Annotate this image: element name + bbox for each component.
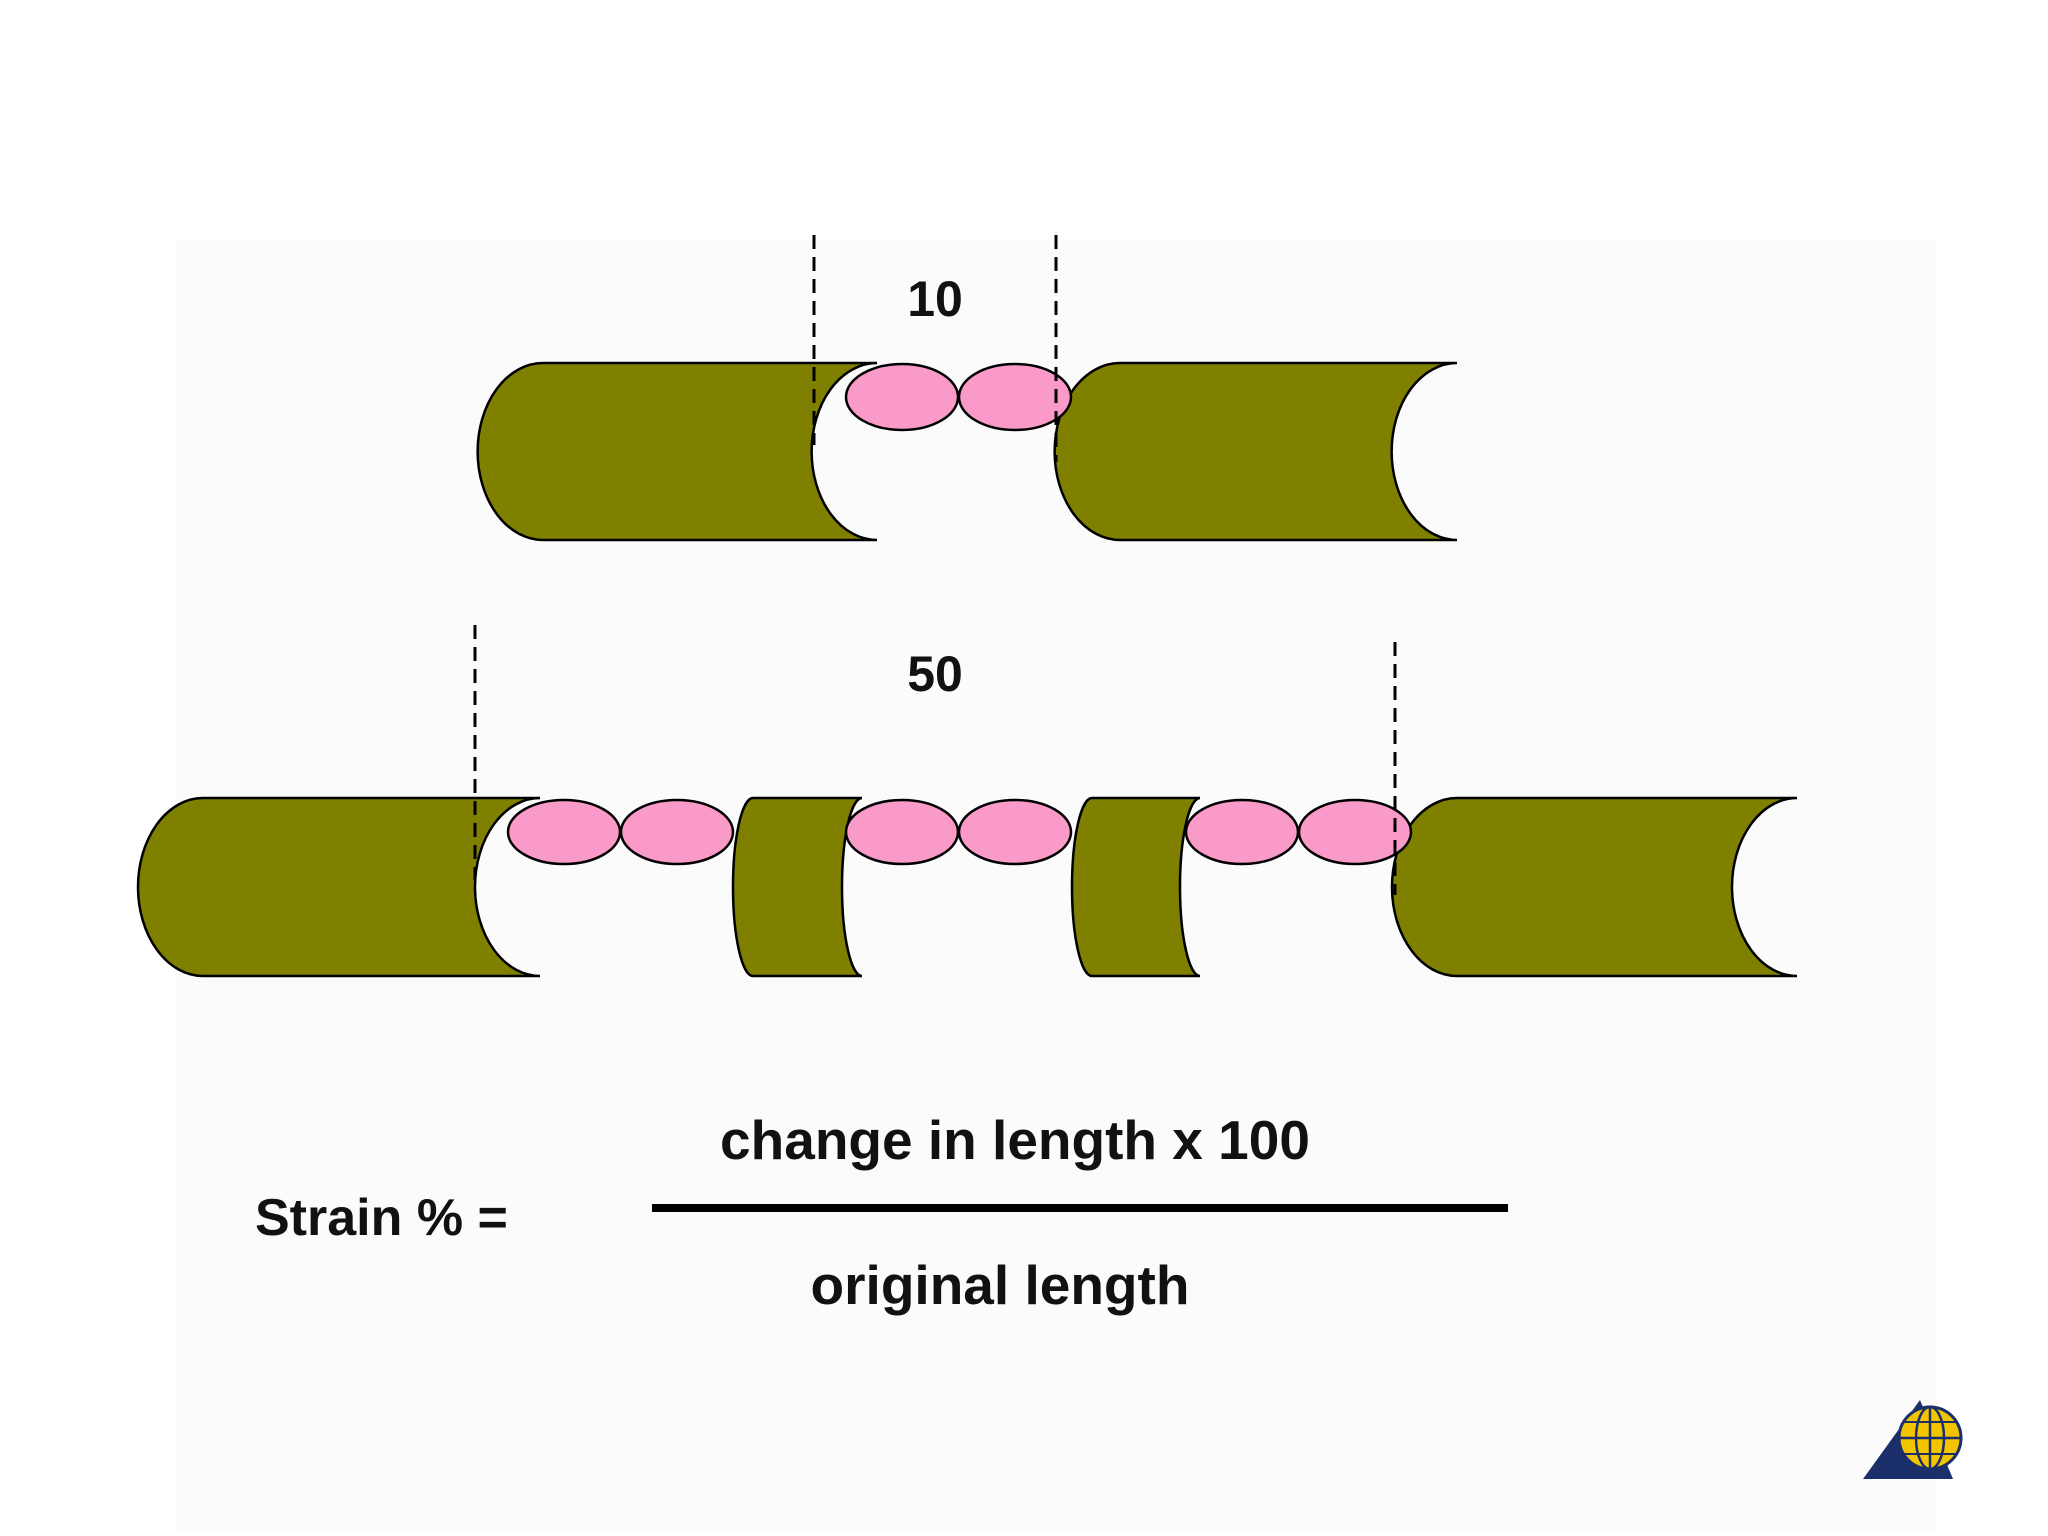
bottom-left-segment: [136, 796, 541, 978]
bottom-middle-segment-1: [731, 796, 863, 978]
formula-numerator: change in length x 100: [720, 1109, 1310, 1171]
top-bead-1: [844, 362, 960, 432]
bottom-bead-1: [506, 798, 622, 866]
top-length-label: 10: [907, 271, 963, 327]
bottom-bead-2: [619, 798, 735, 866]
top-bead-2: [957, 362, 1073, 432]
formula-lhs: Strain % =: [255, 1189, 508, 1247]
bottom-middle-segment-2: [1070, 796, 1201, 978]
bottom-length-label: 50: [907, 646, 963, 702]
bottom-bead-3: [844, 798, 960, 866]
bottom-bead-5: [1184, 798, 1300, 866]
top-row: [476, 235, 1458, 542]
top-left-segment: [476, 361, 878, 542]
bottom-bead-6: [1297, 798, 1413, 866]
bottom-bead-4: [957, 798, 1073, 866]
globe-triangle-logo: [1863, 1400, 1963, 1479]
formula-denominator: original length: [810, 1254, 1190, 1316]
bottom-row: [136, 625, 1798, 978]
